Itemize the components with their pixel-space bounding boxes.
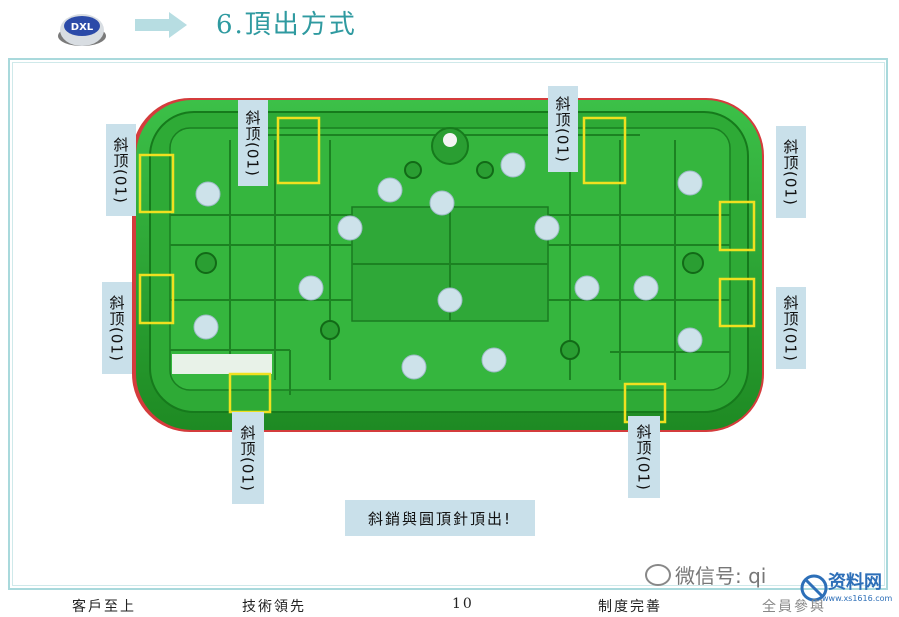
lifter-label: 斜顶(01) — [102, 282, 132, 374]
lifter-label: 斜顶(01) — [106, 124, 136, 216]
content-frame-inner — [12, 62, 885, 586]
lifter-label: 斜顶(01) — [776, 126, 806, 218]
company-logo: DXL — [56, 8, 108, 48]
site-logo: 资料网 www.xs1616.com — [800, 566, 892, 610]
ejector-pin — [481, 347, 507, 373]
ejector-pin — [500, 152, 526, 178]
svg-text:DXL: DXL — [71, 22, 94, 33]
lifter-label: 斜顶(01) — [232, 412, 264, 504]
caption-box: 斜銷與圓頂針頂出! — [345, 500, 535, 536]
site-name: 资料网 — [828, 572, 882, 593]
lifter-label: 斜顶(01) — [628, 416, 660, 498]
lifter-box — [138, 273, 175, 325]
page-number: 10 — [452, 596, 474, 612]
ejector-pin — [337, 215, 363, 241]
ejector-pin — [677, 327, 703, 353]
lifter-box — [718, 277, 756, 328]
footer-motto-3: 制度完善 — [598, 599, 662, 615]
footer-motto-4: 全員參與 — [762, 599, 826, 615]
ejector-pin — [437, 287, 463, 313]
lifter-box — [582, 116, 627, 185]
ejector-pin — [534, 215, 560, 241]
lifter-box — [138, 153, 175, 214]
footer-motto-2: 技術領先 — [242, 599, 306, 615]
ejector-pin — [401, 354, 427, 380]
arrow-icon — [135, 12, 187, 42]
wechat-icon — [645, 564, 671, 586]
ejector-pin — [298, 275, 324, 301]
ejector-pin — [574, 275, 600, 301]
watermark-text: 微信号: qi — [675, 564, 767, 588]
ejector-pin — [677, 170, 703, 196]
ejector-pin — [195, 181, 221, 207]
watermark: 微信号: qi — [645, 560, 766, 589]
lifter-box — [276, 116, 321, 185]
footer-motto-1: 客戶至上 — [72, 599, 136, 615]
ejector-pin — [193, 314, 219, 340]
lifter-label: 斜顶(01) — [548, 86, 578, 172]
page-title: 6.頂出方式 — [216, 10, 357, 40]
lifter-label: 斜顶(01) — [776, 287, 806, 369]
lifter-label: 斜顶(01) — [238, 100, 268, 186]
content-frame — [8, 58, 888, 590]
ejector-pin — [377, 177, 403, 203]
lifter-box — [718, 200, 756, 252]
ejector-pin — [633, 275, 659, 301]
ejector-pin — [429, 190, 455, 216]
site-url: www.xs1616.com — [822, 594, 893, 603]
